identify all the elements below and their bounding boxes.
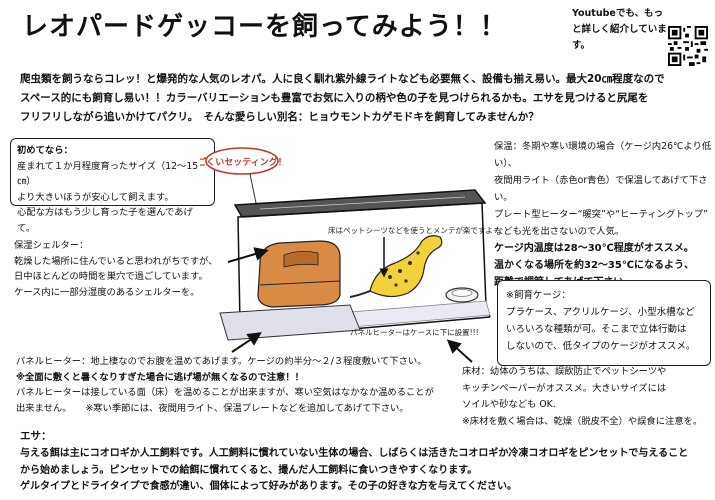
cage-info-box: ※飼育ケージ： プラケース、アクリルケージ、小型水槽など いろいろな種類が可。そ… xyxy=(497,280,711,366)
shelter-arrow xyxy=(227,247,269,263)
heater-callout: パネルヒーターはケースに下に設置!!! xyxy=(350,327,479,337)
cage-illustration: ごくいセッティング！ 床はペットシーツなどを使うとメンテが楽ですよー！ パネルヒ… xyxy=(200,147,500,341)
qr-code-icon[interactable] xyxy=(668,26,708,66)
floor-arrow xyxy=(446,339,473,363)
starter-heading: 初めてなら： xyxy=(17,145,73,156)
feed-info: 与える餌は主にコオロギか人工飼料です。人工飼料に慣れていない生体の場合、しばらく… xyxy=(20,448,689,492)
starter-info-box: 初めてなら： 産まれて１か月程度育ったサイズ（12～15㎝） より大きいほうが安… xyxy=(10,138,215,234)
setting-sign: ごくいセッティング！ xyxy=(200,156,287,168)
youtube-note: Youtubeでも、もっと詳しく紹介しています。 xyxy=(572,8,667,51)
panel-heater-info: パネルヒーター：地上棲なのでお腹を温めてあげます。ケージの約半分～２/３程度敷い… xyxy=(16,356,434,414)
floor-material-info: 床材：幼体のうちは、誤飲防止でペットシーツや キッチンペーパーがオススメ。大きい… xyxy=(462,366,703,427)
heater-arrow xyxy=(231,332,262,353)
feed-heading: エサ： xyxy=(20,430,52,442)
page-title: レオパードゲッコーを飼ってみよう！！ xyxy=(22,12,507,42)
intro-text: 爬虫類を飼うならコレッ！と爆発的な人気のレオパ。人に良く馴れ紫外線ライトなども必… xyxy=(20,73,665,123)
floor-callout: 床はペットシーツなどを使うとメンテが楽ですよー！ xyxy=(328,225,500,235)
shelter-info: 保湿シェルター： 乾燥した場所に住んでいると思われがちですが、 日中ほとんどの時… xyxy=(14,240,218,298)
